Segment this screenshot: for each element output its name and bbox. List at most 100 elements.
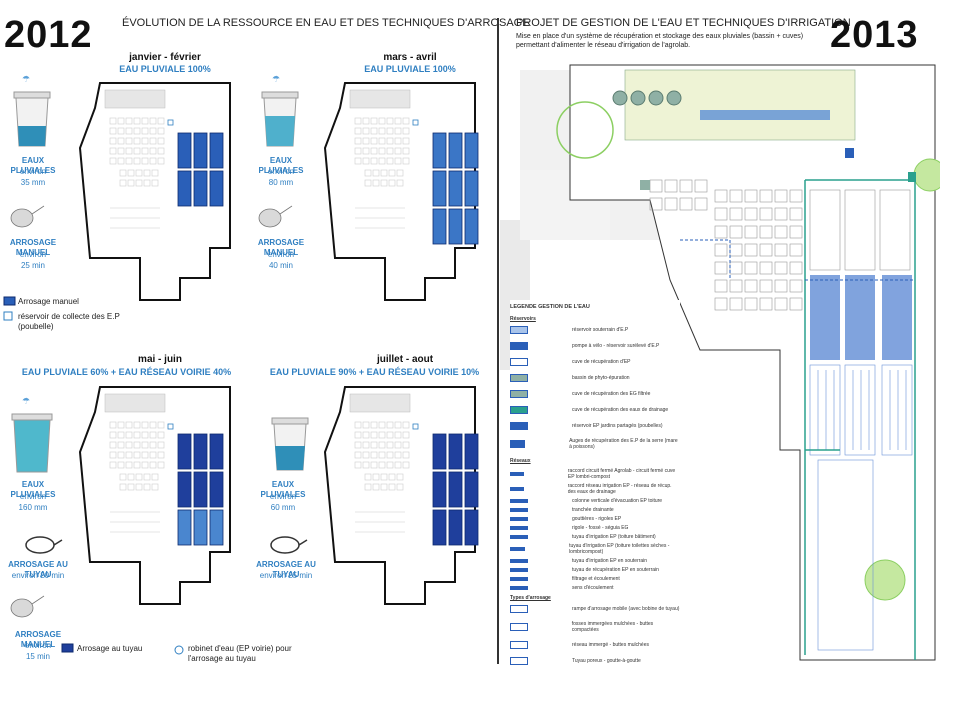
legend-hose: Arrosage au tuyau	[77, 644, 143, 653]
legend-item-label: raccord réseau irrigation EP - réseau de…	[567, 483, 672, 495]
legend-item-label: pompe à vélo - réservoir surélevé d'E.P	[572, 343, 660, 349]
rain-bin-icon: ☂	[13, 74, 51, 147]
legend-sections: Réservoirs réservoir souterrain d'E.P pomp…	[510, 316, 680, 665]
legend-item-label: Auges de récupération des E.P de la serr…	[569, 438, 678, 450]
legend-item: fosses immergées mulchées - buttes compa…	[510, 621, 680, 633]
legend-swatch-icon	[510, 422, 528, 430]
p4-side-text-1: environ	[269, 492, 297, 501]
legend-swatch-icon	[510, 568, 528, 572]
legend-item: tuyau de récupération EP en souterrain	[510, 567, 680, 573]
legend-reservoir: réservoir de collecte des E.P (poubelle)	[18, 312, 120, 331]
p1-side-label-1: EAUX PLUVIALES	[10, 156, 56, 175]
legend-swatch-icon	[510, 547, 526, 551]
legend-item-label: cuve de récupération des eaux de drainag…	[572, 407, 669, 413]
p2-side-text-2: environ	[267, 250, 295, 259]
p3-side-text-3: environ	[24, 641, 52, 650]
legend-item-label: sens d'écoulement	[572, 585, 614, 591]
legend-item-label: tuyau de récupération EP en souterrain	[572, 567, 659, 573]
legend-item: sens d'écoulement	[510, 585, 680, 591]
legend-swatch-icon	[510, 535, 528, 539]
p1-side-value-1: 35 mm	[20, 178, 46, 187]
p1-side-value-2: 25 min	[20, 261, 45, 270]
legend-swatch-icon	[510, 342, 528, 350]
watering-can-icon	[10, 205, 293, 618]
p1-side-label-2: ARROSAGE MANUEL	[9, 238, 57, 257]
legend-item: réservoir EP jardins partagés (poubelles…	[510, 422, 680, 430]
legend-item-label: tuyau d'irrigation EP en souterrain	[572, 558, 648, 564]
panel-4-period: juillet - aout	[376, 354, 434, 365]
legend-item: tuyau d'irrigation EP en souterrain	[510, 558, 680, 564]
legend-item: Auges de récupération des E.P de la serr…	[510, 438, 680, 450]
legend-swatch-icon	[510, 406, 528, 414]
legend-item: cuve de récupération d'EP	[510, 358, 680, 366]
legend-item: raccord réseau irrigation EP - réseau de…	[510, 483, 680, 495]
year-2012: 2012	[4, 14, 93, 56]
legend-section-heading: Réservoirs	[510, 316, 536, 322]
legend-panel: LEGENDE GESTION DE L'EAU Réservoirs réser…	[510, 300, 680, 665]
legend-item-label: tuyau d'irrigation EP (toiture bâtiment)	[572, 534, 656, 540]
panel-3-period: mai - juin	[138, 354, 182, 365]
panel-1-rain: EAU PLUVIALE 100%	[119, 64, 211, 74]
legend-item-label: réservoir souterrain d'E.P	[572, 327, 629, 333]
p3-side-label-3: ARROSAGE MANUEL	[14, 630, 62, 649]
legend-item-label: tranchée drainante	[572, 507, 614, 513]
p2-side-label-2: ARROSAGE MANUEL	[257, 238, 305, 257]
legend-swatch-icon	[510, 390, 528, 398]
legend-swatch-icon	[510, 499, 528, 503]
right-subtitle: Mise en place d'un système de récupérati…	[516, 33, 804, 49]
hose-icon	[25, 536, 308, 554]
p3-side-value-2: environ 20 min	[11, 571, 65, 580]
legend-item: gouttières - rigoles EP	[510, 516, 680, 522]
legend-item: tranchée drainante	[510, 507, 680, 513]
legend-swatch-icon	[510, 508, 528, 512]
p2-side-value-1: 80 mm	[268, 178, 294, 187]
legend-item-label: réservoir EP jardins partagés (poubelles…	[572, 423, 663, 429]
legend-item: filtrage et écoulement	[510, 576, 680, 582]
p3-side-label-1: EAUX PLUVIALES	[10, 480, 56, 499]
legend-swatch-icon	[510, 487, 524, 491]
p4-side-value-1: 60 mm	[270, 503, 296, 512]
panel-2-rain: EAU PLUVIALE 100%	[364, 64, 456, 74]
legend-swatch-icon	[510, 472, 524, 476]
p2-side-text-1: environ	[267, 167, 295, 176]
legend-swatch-icon	[510, 358, 528, 366]
right-title: PROJET DE GESTION DE L'EAU ET TECHNIQUES…	[516, 17, 851, 29]
p1-side-text-2: environ	[19, 250, 47, 259]
right-plan	[500, 64, 940, 661]
legend-item-label: cuve de récupération d'EP	[572, 359, 631, 365]
legend-item: réservoir souterrain d'E.P	[510, 326, 680, 334]
legend-item-label: gouttières - rigoles EP	[572, 516, 622, 522]
legend-swatch-icon	[510, 374, 528, 382]
p4-side-label-2: ARROSAGE AU TUYAU	[256, 560, 316, 579]
legend-swatch-icon	[510, 526, 528, 530]
legend-item: Tuyau poreux - goutte-à-goutte	[510, 657, 680, 665]
left-title: ÉVOLUTION DE LA RESSOURCE EN EAU ET DES …	[122, 17, 530, 29]
legend-item: rigole - fossé - séguia EG	[510, 525, 680, 531]
legend-item: cuve de récupération des EG filtrée	[510, 390, 680, 398]
legend-swatch-icon	[510, 326, 528, 334]
p3-side-value-3: 15 min	[25, 652, 50, 661]
legend-item-label: colonne verticale d'évacuation EP toitur…	[572, 498, 663, 504]
legend-item-label: tuyau d'irrigation EP (toiture toilettes…	[569, 543, 670, 555]
legend-swatch-icon	[510, 586, 528, 590]
svg-text:☂: ☂	[22, 74, 30, 84]
p3-side-label-2: ARROSAGE AU TUYAU	[8, 560, 68, 579]
legend-item: réseau immergé - buttes mulchées	[510, 641, 680, 649]
legend-title: LEGENDE GESTION DE L'EAU	[510, 304, 590, 310]
legend-swatch-icon	[510, 517, 528, 521]
legend-manual: Arrosage manuel	[18, 297, 79, 306]
legend-swatch-icon	[510, 641, 528, 649]
rain-bin-icon: ☂	[11, 396, 53, 473]
legend-swatch-icon	[510, 559, 528, 563]
legend-tap: robinet d'eau (EP voirie) pour l'arrosag…	[188, 644, 292, 663]
panel-4-rain: EAU PLUVIALE 90% + EAU RÉSEAU VOIRIE 10%	[269, 367, 480, 377]
panel-3-rain: EAU PLUVIALE 60% + EAU RÉSEAU VOIRIE 40%	[21, 367, 232, 377]
left-plans: ☂ ☂ ☂	[3, 74, 479, 655]
legend-item: cuve de récupération des eaux de drainag…	[510, 406, 680, 414]
legend-item: bassin de phyto-épuration	[510, 374, 680, 382]
center-divider	[497, 18, 499, 664]
svg-text:☂: ☂	[22, 396, 30, 406]
legend-item: raccord circuit fermé Agrolab - circuit …	[510, 468, 680, 480]
legend-item-label: filtrage et écoulement	[572, 576, 620, 582]
legend-item: pompe à vélo - réservoir surélevé d'E.P	[510, 342, 680, 350]
